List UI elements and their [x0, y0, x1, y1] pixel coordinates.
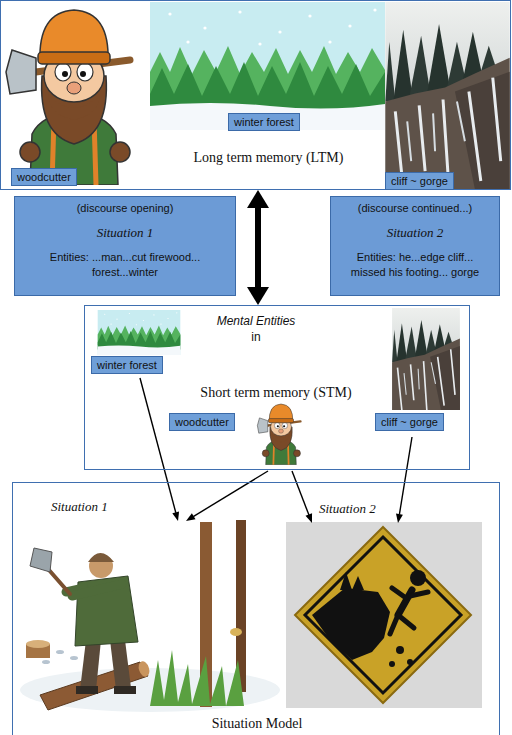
woodcutter-picture — [6, 10, 130, 185]
connector-arrow — [140, 378, 179, 521]
arrow-head — [186, 513, 196, 521]
situation-scene: Situation 1 — [23, 521, 281, 707]
discourse-box: (discourse opening) Situation 1 Entities: … — [14, 196, 236, 296]
ltm-pictures — [6, 2, 510, 189]
label-text: Situation 1 — [51, 499, 108, 515]
discourse-box: (discourse continued...) Situation 2 Entit… — [330, 196, 500, 296]
label-text: Entities: ...man...cut firewood... fores… — [23, 250, 227, 280]
memory-panel: Mental EntitiesinShort term memory (STM)… — [84, 305, 470, 470]
label-text: Situation 1 — [23, 225, 227, 240]
entity-label: winter forest — [228, 113, 300, 131]
mental-entity: woodcutter — [167, 401, 307, 469]
forest-picture — [98, 310, 181, 355]
connector-line — [193, 471, 268, 517]
label-text: Long term memory (LTM) — [151, 149, 386, 166]
arrow-head — [247, 287, 269, 305]
label-text: (discourse continued...) — [339, 202, 491, 215]
label-text: woodcutter — [17, 170, 71, 184]
label-text: cliff ~ gorge — [375, 413, 444, 431]
label-text: cliff ~ gorge — [391, 174, 448, 188]
cliff-picture — [385, 2, 509, 189]
connector-arrow — [292, 471, 312, 523]
label-text: in — [185, 330, 327, 345]
label-text: woodcutter — [169, 413, 235, 431]
connector-line — [399, 437, 412, 515]
label-text: Mental Entities — [185, 314, 327, 329]
forest-picture — [150, 2, 385, 130]
connector-line — [292, 471, 309, 515]
situation-model-panel: Situation ModelSituation 1Situation 2 — [12, 482, 500, 735]
connector-arrow — [247, 190, 269, 305]
label-text: Situation 2 — [319, 501, 376, 517]
situation-1-picture — [20, 520, 280, 712]
arrow-head — [396, 514, 403, 523]
connector-line — [255, 208, 261, 288]
label-text: Situation 2 — [339, 225, 491, 240]
entity-label: woodcutter — [11, 168, 77, 186]
label-text: Situation Model — [163, 715, 351, 732]
mental-entity: winter forest — [89, 311, 193, 376]
situation-scene: Situation 2 — [287, 523, 483, 709]
connector-line — [140, 378, 176, 513]
cliff-picture — [392, 308, 460, 410]
connector-arrow — [186, 471, 268, 521]
label-text: winter forest — [91, 356, 163, 374]
label-text: (discourse opening) — [23, 202, 227, 215]
arrow-head — [172, 511, 179, 521]
connector-arrow — [396, 437, 412, 523]
mental-entity: cliff ~ gorge — [373, 309, 467, 435]
arrow-head — [247, 190, 269, 208]
memory-panel: Long term memory (LTM) woodcutter winter f… — [0, 0, 511, 190]
situation-2-picture — [286, 522, 482, 708]
label-text: Short term memory (STM) — [176, 384, 376, 401]
woodcutter-picture — [257, 404, 300, 465]
stm-pictures — [98, 308, 460, 465]
label-text: winter forest — [234, 115, 294, 129]
label-text: Entities: he...edge cliff... missed his … — [339, 250, 491, 280]
entity-label: cliff ~ gorge — [385, 172, 454, 190]
